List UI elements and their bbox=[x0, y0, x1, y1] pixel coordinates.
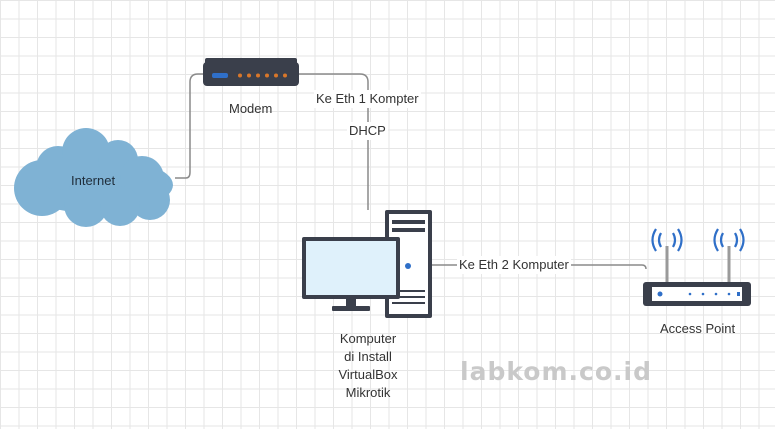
computer-label: Komputer di Install VirtualBox Mikrotik bbox=[318, 330, 418, 402]
edge-label-dhcp: DHCP bbox=[347, 122, 388, 140]
computer-label-line: Komputer bbox=[339, 331, 397, 346]
edge-label-eth1: Ke Eth 1 Kompter bbox=[314, 90, 421, 108]
wifi-signal-icon bbox=[651, 228, 745, 252]
access-point-label: Access Point bbox=[660, 321, 736, 336]
computer-icon bbox=[302, 210, 432, 318]
watermark: labkom.co.id bbox=[460, 357, 652, 386]
line-modem-to-computer bbox=[298, 73, 369, 210]
modem-icon bbox=[203, 58, 299, 86]
internet-label: Internet bbox=[71, 173, 116, 188]
cloud-icon bbox=[14, 128, 173, 227]
computer-label-line: Mikrotik bbox=[345, 385, 391, 400]
computer-label-line: di Install bbox=[344, 349, 392, 364]
line-computer-to-access-point bbox=[432, 264, 647, 270]
access-point-icon bbox=[643, 228, 751, 306]
modem-label: Modem bbox=[229, 101, 273, 116]
line-internet-to-modem bbox=[175, 73, 205, 179]
edge-label-eth2: Ke Eth 2 Komputer bbox=[457, 256, 571, 274]
computer-label-line: VirtualBox bbox=[338, 367, 398, 382]
connectors bbox=[175, 73, 647, 270]
